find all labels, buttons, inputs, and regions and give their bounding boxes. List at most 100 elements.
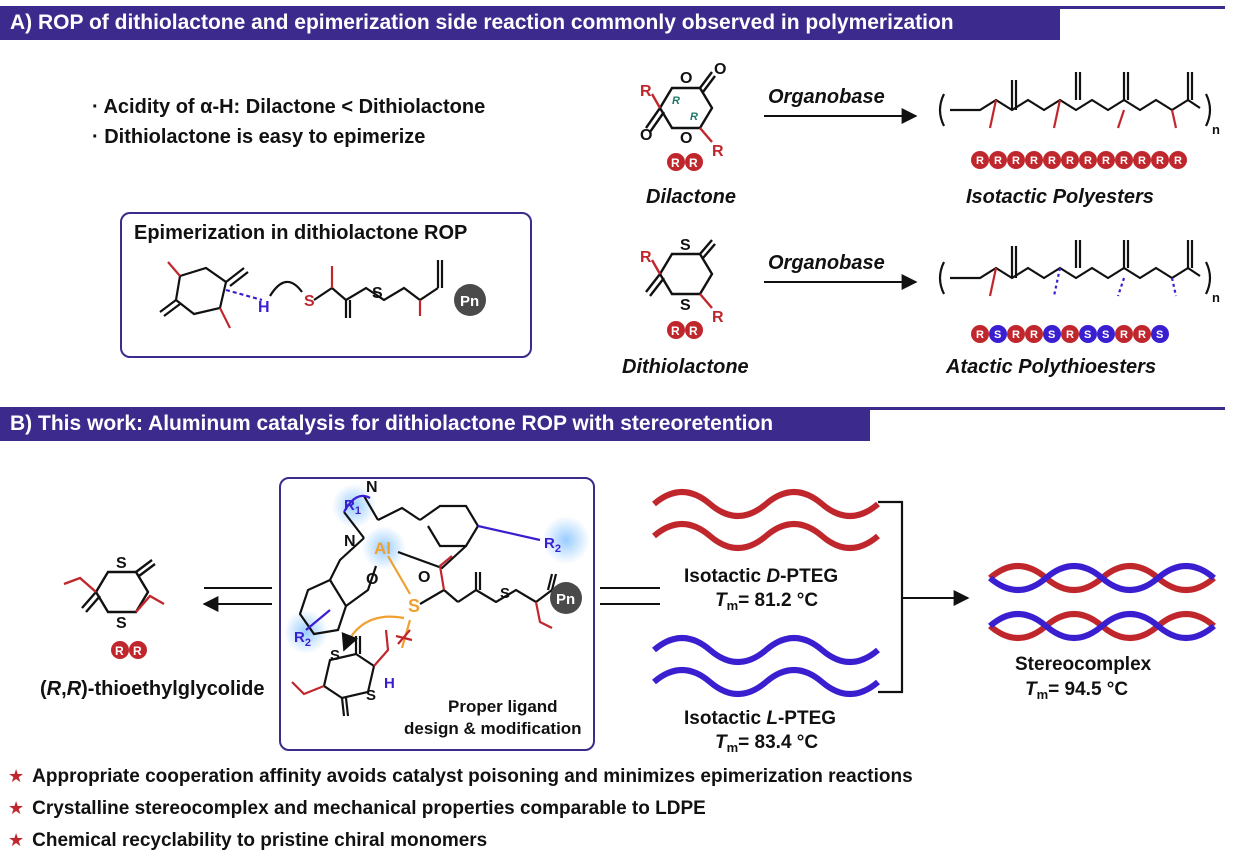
subscript-n: n — [1212, 122, 1220, 137]
monomer-dithiolactone: Dithiolactone — [622, 356, 749, 378]
panel-a-header: A) ROP of dithiolactone and epimerizatio… — [0, 6, 1060, 40]
polymer-wave — [988, 563, 1216, 593]
highlight-3: ★Chemical recyclability to pristine chir… — [8, 830, 488, 851]
atom-n: N — [344, 533, 356, 550]
stereo-bead — [1115, 151, 1133, 169]
svg-text:R: R — [115, 644, 124, 658]
polymer-wave — [652, 489, 880, 519]
star-icon: ★ — [8, 830, 25, 850]
atom-h: H — [258, 299, 270, 316]
catalyst-note-line2: design & modification — [404, 719, 582, 738]
stereo-bead — [1079, 325, 1097, 343]
reagent-organobase-bottom: Organobase — [768, 252, 885, 274]
stereo-bead — [1115, 325, 1133, 343]
r2-glow-right — [542, 516, 590, 564]
polyester-chain — [938, 72, 1212, 129]
aluminum-center: Al — [374, 539, 391, 558]
panel-b-header: B) This work: Aluminum catalysis for dit… — [0, 407, 870, 441]
panel-a-rule — [1050, 6, 1225, 9]
atom-pn: Pn — [460, 293, 479, 310]
stereo-bead — [1079, 151, 1097, 169]
catalyst-note-line1: Proper ligand — [448, 697, 558, 716]
stereo-bead — [1043, 325, 1061, 343]
atom-s: S — [408, 596, 420, 616]
stereo-bead — [1061, 151, 1079, 169]
stereo-bead — [1061, 325, 1079, 343]
stereo-bead-label: R — [1156, 155, 1164, 167]
stereo-r: R — [672, 95, 680, 107]
stereocomplex-tm: Tm= 94.5 °C — [1025, 679, 1129, 702]
stereo-bead-label: R — [1138, 329, 1146, 341]
polymer-wave — [652, 635, 880, 665]
polythioester-chain — [938, 240, 1212, 297]
subscript-n: n — [1212, 290, 1220, 305]
dithiolactone-beads: R R — [667, 321, 703, 339]
stereo-bead-label: R — [994, 155, 1002, 167]
stereo-bead-label: R — [976, 155, 984, 167]
stereo-bead-label: R — [1120, 329, 1128, 341]
substituent-r: R — [640, 249, 652, 266]
stereo-bead — [1043, 151, 1061, 169]
catalyst-chain — [341, 555, 558, 652]
thioethylglycolide-structure — [63, 559, 165, 614]
stereo-bead-label: R — [1066, 155, 1074, 167]
stereo-bead-label: R — [1084, 155, 1092, 167]
stereo-bead-label: R — [976, 329, 984, 341]
atom-pn: Pn — [556, 591, 575, 608]
star-icon: ★ — [8, 798, 25, 818]
polymer-l-tm: Tm= 83.4 °C — [715, 732, 819, 755]
stereo-bead-label: S — [1156, 329, 1163, 341]
stereo-bead — [1151, 325, 1169, 343]
polymer-d-label: Isotactic D-PTEG — [684, 566, 839, 587]
polymer-d-tm: Tm= 81.2 °C — [715, 590, 819, 613]
dilactone-structure — [645, 71, 716, 143]
dilactone-beads: R R — [667, 153, 703, 171]
ligand-r2: R2 — [544, 535, 561, 555]
stereo-bead-label: S — [1084, 329, 1091, 341]
atom-o: O — [680, 130, 692, 147]
atom-s: S — [680, 297, 691, 314]
stereo-bead — [1097, 325, 1115, 343]
product-isotactic-polyesters: Isotactic Polyesters — [966, 186, 1154, 208]
atom-s: S — [372, 285, 383, 302]
atom-o: O — [366, 571, 378, 588]
stereocomplex-label: Stereocomplex — [1015, 654, 1152, 675]
atom-o: O — [640, 127, 652, 144]
dithiolactone-structure — [645, 239, 716, 309]
atom-s: S — [680, 237, 691, 254]
stereo-bead — [971, 151, 989, 169]
stereo-bead-label: R — [1120, 155, 1128, 167]
polymer-wave — [988, 611, 1216, 641]
substituent-r: R — [712, 309, 724, 326]
highlight-1: ★Appropriate cooperation affinity avoids… — [8, 766, 913, 787]
panel-b-rule — [860, 407, 1225, 410]
stereo-bead-label: S — [1102, 329, 1109, 341]
epimerization-structure — [159, 260, 444, 329]
atom-s: S — [116, 555, 127, 572]
monomer-rr-label: (R,R)-thioethylglycolide — [40, 678, 265, 700]
atom-s: S — [500, 585, 510, 602]
stereo-bead — [989, 325, 1007, 343]
stereo-bead-label: R — [1102, 155, 1110, 167]
epimerization-box — [120, 212, 532, 358]
stereo-bead — [1151, 151, 1169, 169]
stereo-bead — [989, 151, 1007, 169]
svg-text:R: R — [133, 644, 142, 658]
star-icon: ★ — [8, 766, 25, 786]
stereo-bead — [1097, 151, 1115, 169]
atom-h: H — [384, 675, 395, 692]
atom-n: N — [366, 479, 378, 496]
stereo-bead-label: R — [1030, 155, 1038, 167]
atom-s: S — [116, 615, 127, 632]
stereo-bead-label: S — [994, 329, 1001, 341]
atom-s: S — [304, 293, 315, 310]
monomer-beads: R R — [111, 641, 147, 659]
bullet-acidity: · Acidity of α-H: Dilactone < Dithiolact… — [92, 96, 486, 118]
stereo-bead — [1133, 151, 1151, 169]
stereo-bead-label: R — [1048, 155, 1056, 167]
atom-o: O — [714, 61, 726, 78]
polymer-l-label: Isotactic L-PTEG — [684, 708, 837, 729]
polymer-pn-circle — [454, 284, 486, 316]
